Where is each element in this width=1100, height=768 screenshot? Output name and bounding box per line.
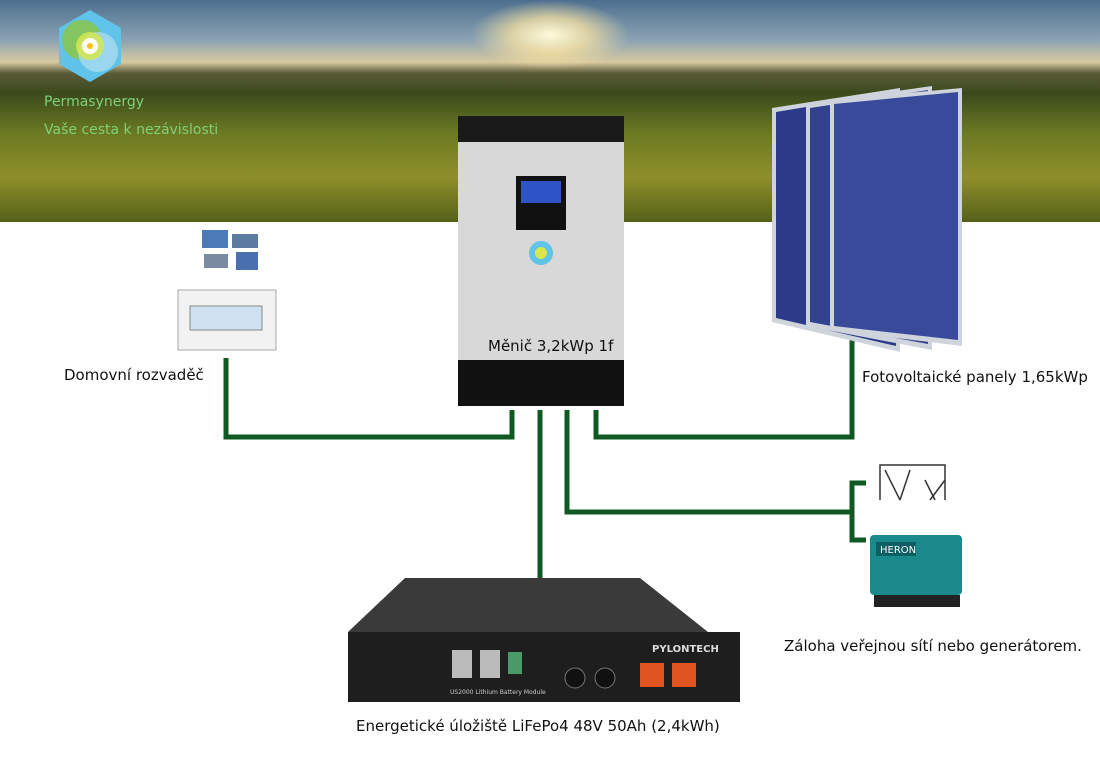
sun-glow [470,0,630,70]
inverter-label: Měnič 3,2kWp 1f [488,337,614,355]
distribution-board-label: Domovní rozvaděč [64,366,204,384]
wire-distribution-board [223,358,515,440]
pv-panels-label: Fotovoltaické panely 1,65kWp [862,368,1088,386]
brand-tagline: Vaše cesta k nezávislosti [44,122,219,138]
backup-label: Záloha veřejnou sítí nebo generátorem. [784,637,1082,655]
brand-name: Permasynergy [44,94,145,110]
distribution-board-image [177,289,277,351]
wire-pv [593,340,855,440]
battery-model: US2000 Lithium Battery Module [450,689,546,696]
inverter-image [458,116,624,406]
battery-brand: PYLONTECH [652,644,719,655]
wire-backup [564,410,852,515]
power-grid-icon [879,464,946,501]
wiring [223,340,866,578]
appliances-icon [202,230,258,270]
generator-image: HERON [870,535,962,607]
pv-panels-image [772,86,962,352]
permasynergy-logo [59,10,121,82]
battery-image: PYLONTECH US2000 Lithium Battery Module [348,578,740,702]
wire-backup-branch [849,480,866,543]
battery-label: Energetické úložiště LiFePo4 48V 50Ah (2… [356,717,720,735]
generator-brand: HERON [880,545,916,556]
